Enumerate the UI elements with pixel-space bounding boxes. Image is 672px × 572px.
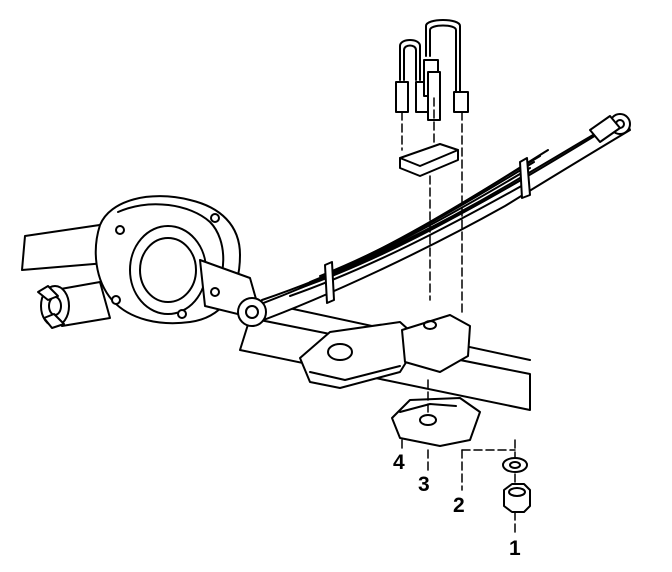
callout-3: 3 xyxy=(418,473,430,496)
spring-seat xyxy=(299,314,471,389)
callout-2: 2 xyxy=(453,494,465,517)
pinion-yoke xyxy=(37,281,111,329)
callout-4: 4 xyxy=(393,451,405,474)
part-1-nut xyxy=(503,483,531,513)
callout-1: 1 xyxy=(509,537,521,560)
u-bolt xyxy=(395,19,469,121)
part-2-washer xyxy=(502,457,528,473)
leaf-spring xyxy=(237,113,631,327)
leader-lines xyxy=(401,97,516,536)
part-3-bracket xyxy=(391,397,481,447)
spacer-plate xyxy=(399,143,459,177)
differential-housing xyxy=(94,195,263,325)
